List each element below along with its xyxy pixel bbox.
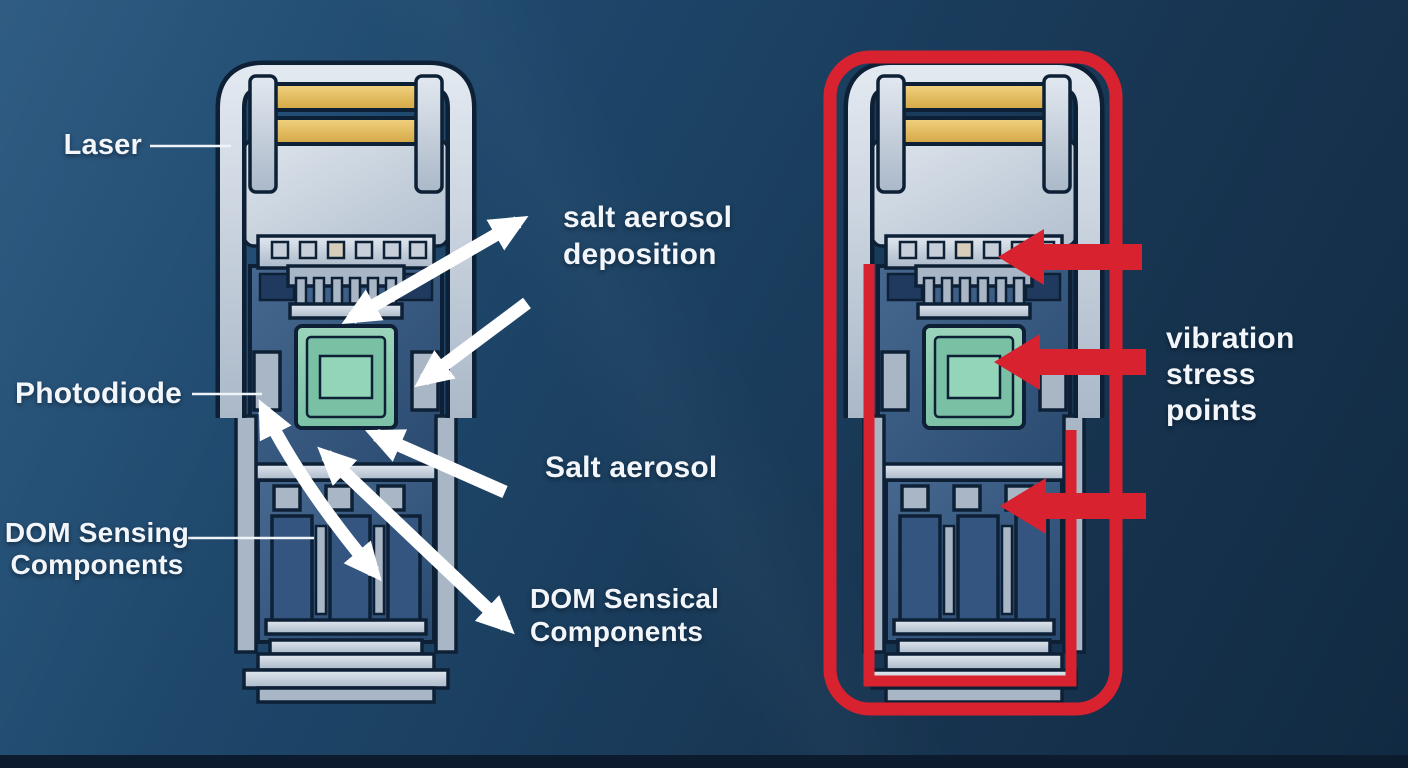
salt-deposition-line1: salt aerosol: [563, 201, 733, 234]
red-arrow-bottom: [1000, 478, 1146, 534]
red-arrow-top: [998, 229, 1142, 285]
vibration-line2: stress: [1166, 358, 1256, 391]
vibration-line3: points: [1166, 394, 1258, 427]
salt-deposition-annotation: salt aerosol deposition: [563, 199, 732, 273]
red-stress-arrows: [994, 229, 1146, 534]
white-arrow-dom-sensical: [317, 446, 515, 635]
laser-label: Laser: [63, 129, 142, 161]
white-arrow-chip-right: [414, 297, 531, 388]
red-stress-outline: [823, 50, 1123, 716]
dom-sensical-annotation: DOM Sensical Components: [530, 582, 719, 648]
photodiode-label: Photodiode: [15, 377, 182, 410]
bottom-shadow-band: [0, 755, 1408, 768]
dom-sensing-label-line2: Components: [10, 549, 184, 580]
sfp-module-left: [231, 76, 461, 702]
vibration-line1: vibration: [1166, 322, 1295, 355]
dom-sensical-line1: DOM Sensical: [530, 583, 720, 614]
vibration-stress-annotation: vibration stress points: [1166, 321, 1294, 429]
red-arrow-middle: [994, 334, 1146, 390]
dom-sensing-label-line1: DOM Sensing: [4, 517, 190, 548]
dom-sensing-label: DOM Sensing Components: [4, 517, 190, 581]
salt-deposition-line2: deposition: [563, 238, 717, 271]
dom-sensical-line2: Components: [530, 616, 704, 647]
white-arrow-salt-deposition: [341, 215, 529, 325]
sfp-module-right: [859, 76, 1089, 702]
salt-aerosol-annotation: Salt aerosol: [545, 451, 718, 484]
white-annotation-arrows: [258, 215, 531, 635]
